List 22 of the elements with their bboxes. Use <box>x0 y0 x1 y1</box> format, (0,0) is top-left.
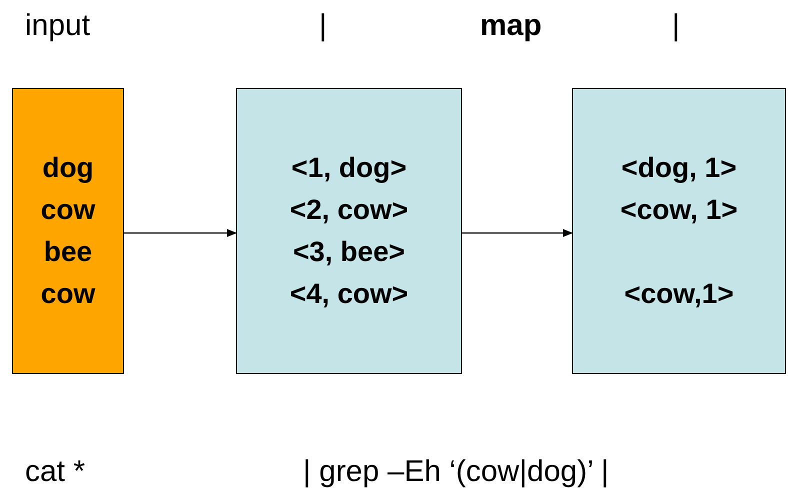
record-text: cow <box>40 277 96 311</box>
record-text: dog <box>42 151 94 185</box>
data-box <box>236 88 462 374</box>
label-text: | <box>672 8 680 44</box>
record-text: <2, cow> <box>290 193 408 227</box>
label-text: | <box>319 8 327 44</box>
data-box <box>572 88 786 374</box>
label-text: cat * <box>25 454 86 490</box>
label-text: map <box>480 8 542 44</box>
arrow <box>124 229 237 237</box>
record-text: <4, cow> <box>290 277 408 311</box>
label-text: | grep –Eh ‘(cow|dog)’ | <box>303 454 609 490</box>
record-text: <1, dog> <box>291 151 407 185</box>
record-text: <cow,1> <box>624 277 734 311</box>
label-text: input <box>25 8 90 44</box>
record-text: cow <box>40 193 96 227</box>
record-text: <dog, 1> <box>621 151 737 185</box>
record-text: bee <box>44 235 92 269</box>
arrow <box>462 229 573 237</box>
data-box <box>12 88 124 374</box>
record-text: <cow, 1> <box>620 193 738 227</box>
record-text: <3, bee> <box>292 235 406 269</box>
